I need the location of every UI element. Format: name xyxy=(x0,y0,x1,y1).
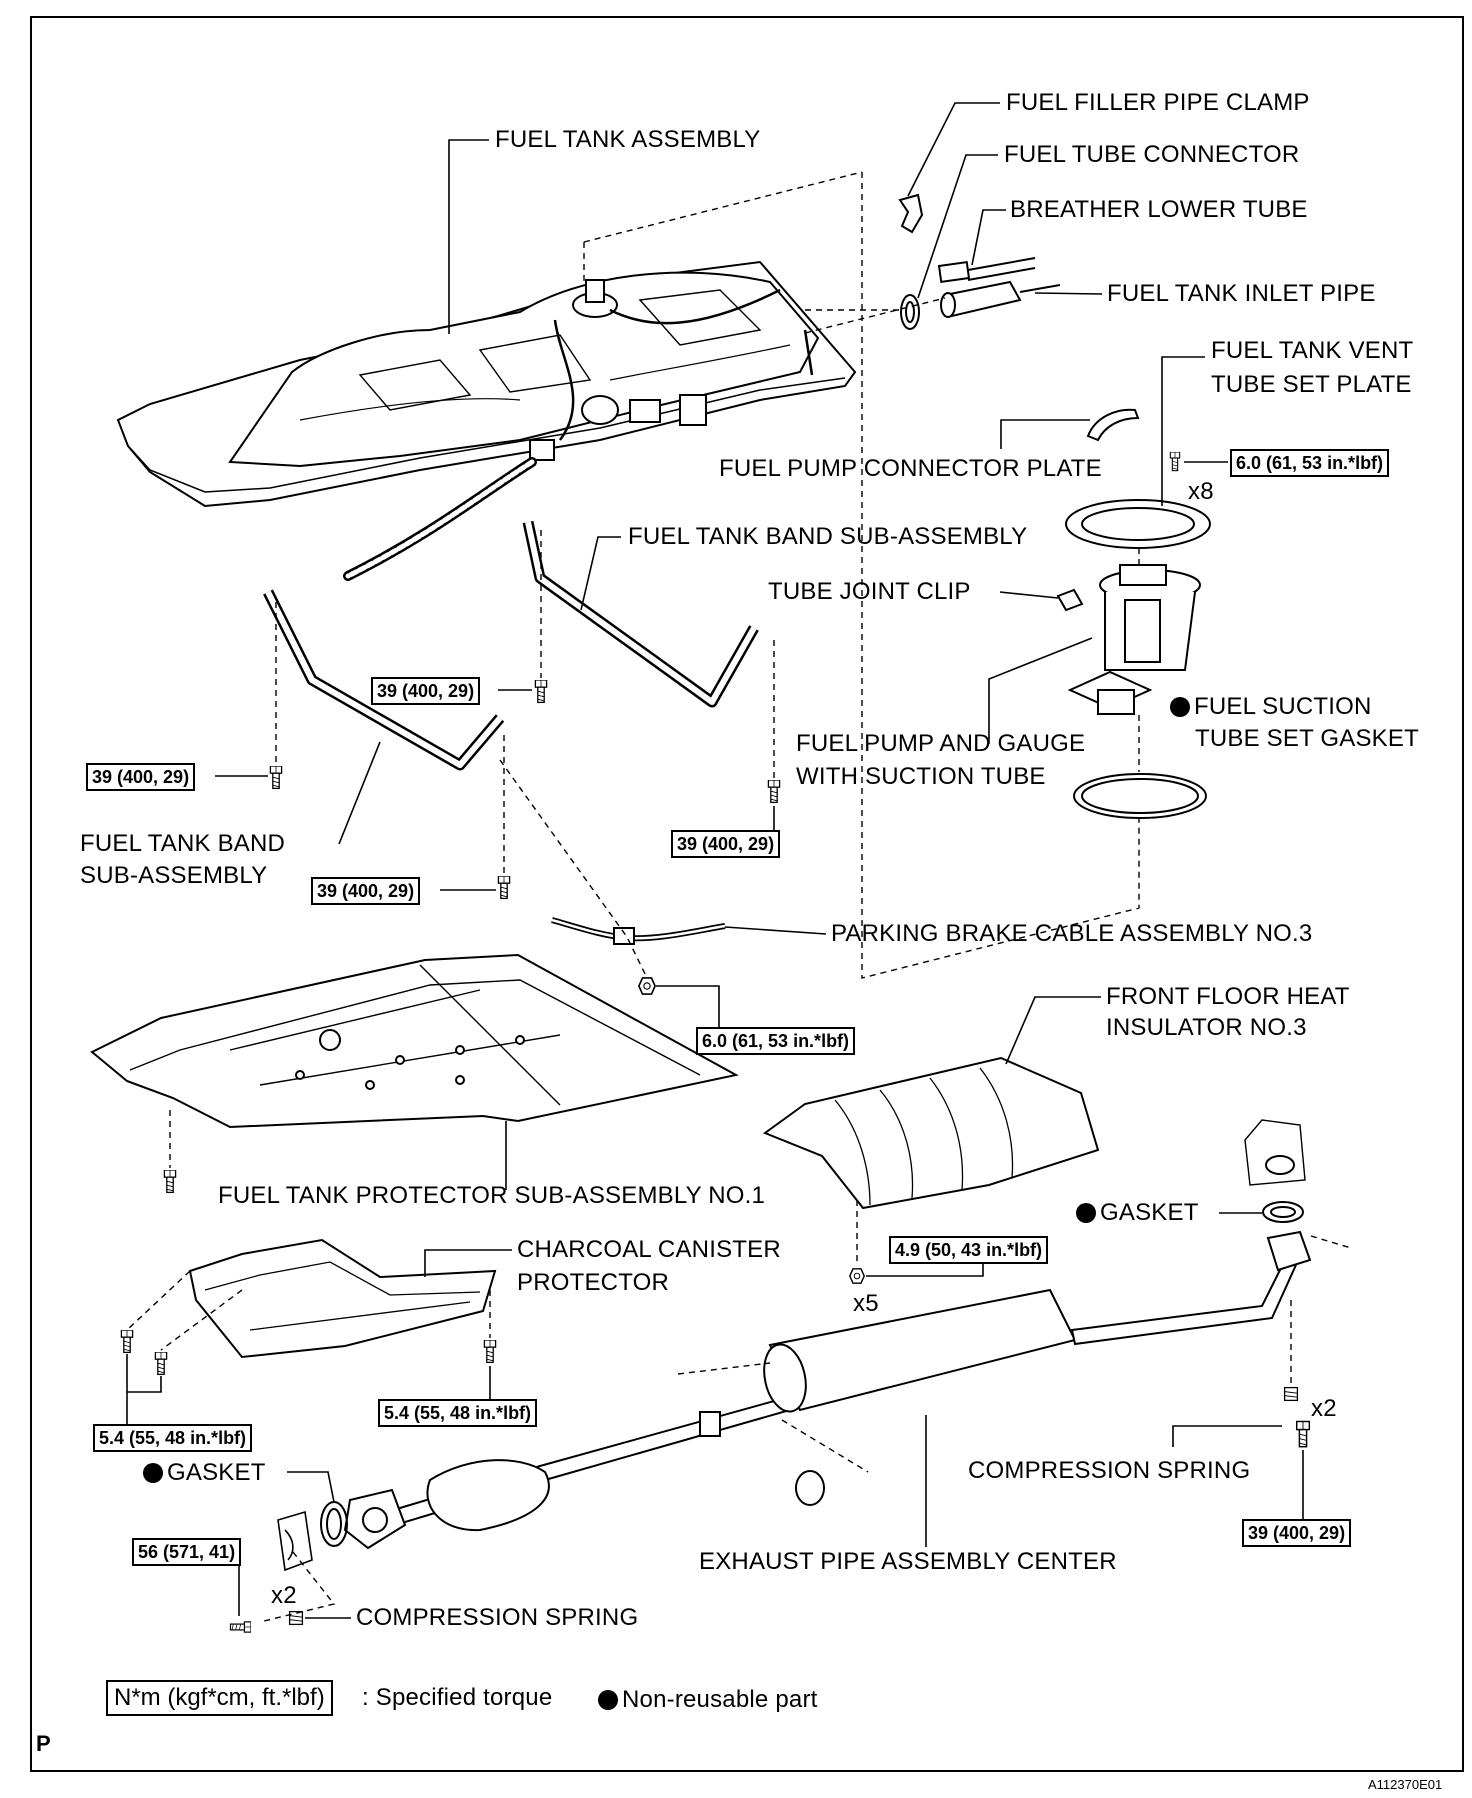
label-fuel-pump-gauge-line2: WITH SUCTION TUBE xyxy=(796,763,1046,790)
fuel-filler-pipe-clamp-shape xyxy=(898,193,924,234)
label-fuel-tank-band-left-line1: FUEL TANK BAND xyxy=(80,830,286,857)
compression-spring-bottom-icon xyxy=(288,1610,304,1626)
page-letter: P xyxy=(36,1731,51,1756)
legend-torque-units: N*m (kgf*cm, ft.*lbf) xyxy=(106,1680,333,1716)
outer-frame xyxy=(30,16,1464,1772)
label-gasket-bottom: GASKET xyxy=(143,1459,266,1487)
label-fuel-tank-inlet-pipe: FUEL TANK INLET PIPE xyxy=(1107,280,1376,307)
label-charcoal-canister-line2: PROTECTOR xyxy=(517,1269,670,1296)
torque-cable-nut: 6.0 (61, 53 in.*lbf) xyxy=(696,1027,856,1055)
torque-canister-left: 5.4 (55, 48 in.*lbf) xyxy=(93,1424,253,1452)
label-fuel-pump-connector-plate: FUEL PUMP CONNECTOR PLATE xyxy=(719,455,1102,482)
label-exhaust-pipe-center: EXHAUST PIPE ASSEMBLY CENTER xyxy=(699,1548,1117,1575)
bolt-protector-icon xyxy=(163,1170,177,1194)
torque-vent-plate: 6.0 (61, 53 in.*lbf) xyxy=(1230,449,1390,477)
non-reusable-dot-icon xyxy=(1170,697,1190,717)
exhaust-manifold-bracket-shape xyxy=(277,1510,313,1572)
label-gasket-right-text: GASKET xyxy=(1100,1199,1199,1226)
torque-canister-right: 5.4 (55, 48 in.*lbf) xyxy=(378,1399,538,1427)
bolt-canister-right-icon xyxy=(483,1340,497,1364)
fuel-tank-band-right-shape xyxy=(522,520,759,708)
fuel-pump-connector-plate-shape xyxy=(1086,408,1140,442)
legend-nonreusable: Non-reusable part xyxy=(598,1686,818,1714)
bolt-vent-plate-icon xyxy=(1169,452,1181,472)
gasket-right-shape xyxy=(1244,1119,1306,1223)
legend-nonreusable-text: Non-reusable part xyxy=(622,1686,818,1713)
non-reusable-dot-icon xyxy=(1076,1203,1096,1223)
nut-cable-icon xyxy=(638,977,656,995)
fuel-tank-inlet-pipe-shape xyxy=(940,280,1061,318)
torque-band-left-front: 39 (400, 29) xyxy=(311,877,421,905)
bolt-band-left-rear-icon xyxy=(269,766,283,790)
torque-band-left-rear: 39 (400, 29) xyxy=(86,763,196,791)
label-gasket-right: GASKET xyxy=(1076,1199,1199,1227)
count-insulator-nuts: x5 xyxy=(853,1290,879,1317)
exhaust-pipe-shape xyxy=(358,1230,1312,1536)
label-fuel-suction-text: FUEL SUCTION xyxy=(1194,693,1372,720)
breather-lower-tube-shape xyxy=(937,257,1036,284)
label-compression-spring-bottom: COMPRESSION SPRING xyxy=(356,1604,639,1631)
label-tube-joint-clip: TUBE JOINT CLIP xyxy=(768,578,971,605)
torque-exhaust-front: 56 (571, 41) xyxy=(132,1538,242,1566)
label-fuel-suction-line2: TUBE SET GASKET xyxy=(1195,725,1419,752)
count-spring-bottom: x2 xyxy=(271,1582,297,1609)
torque-insulator: 4.9 (50, 43 in.*lbf) xyxy=(889,1236,1049,1264)
label-charcoal-canister-line1: CHARCOAL CANISTER xyxy=(517,1236,781,1263)
label-fuel-tank-protector: FUEL TANK PROTECTOR SUB-ASSEMBLY NO.1 xyxy=(218,1182,766,1209)
bolt-band-right-rear-icon xyxy=(767,780,781,804)
vent-tube-set-plate-shape xyxy=(1065,499,1211,549)
bolt-canister-left-b-icon xyxy=(154,1352,168,1376)
label-fuel-tank-assembly: FUEL TANK ASSEMBLY xyxy=(495,126,761,153)
label-fuel-filler-pipe-clamp: FUEL FILLER PIPE CLAMP xyxy=(1006,89,1310,116)
front-floor-heat-insulator-shape xyxy=(762,1056,1100,1210)
label-parking-brake-cable: PARKING BRAKE CABLE ASSEMBLY NO.3 xyxy=(831,920,1313,947)
non-reusable-dot-icon xyxy=(143,1463,163,1483)
figure-code: A112370E01 xyxy=(1368,1777,1443,1792)
bolt-band-left-front-icon xyxy=(497,876,511,900)
fuel-suction-tube-set-gasket-shape xyxy=(1073,773,1207,819)
label-gasket-bottom-text: GASKET xyxy=(167,1459,266,1486)
label-fuel-tank-band-left-line2: SUB-ASSEMBLY xyxy=(80,862,268,889)
label-fuel-suction-line1: FUEL SUCTION xyxy=(1170,693,1372,721)
bolt-exhaust-rear-icon xyxy=(1295,1420,1311,1448)
label-fuel-pump-gauge-line1: FUEL PUMP AND GAUGE xyxy=(796,730,1086,757)
nut-insulator-icon xyxy=(849,1268,865,1284)
fuel-tube-connector-shape xyxy=(900,294,920,330)
legend-torque-text: : Specified torque xyxy=(362,1684,553,1711)
label-breather-lower-tube: BREATHER LOWER TUBE xyxy=(1010,196,1308,223)
label-fuel-tank-band-right: FUEL TANK BAND SUB-ASSEMBLY xyxy=(628,523,1028,550)
tube-joint-clip-shape xyxy=(1056,588,1084,612)
label-front-floor-heat-line2: INSULATOR NO.3 xyxy=(1106,1014,1307,1041)
bolt-exhaust-front-icon xyxy=(229,1621,251,1633)
torque-exhaust-rear: 39 (400, 29) xyxy=(1242,1519,1352,1547)
count-vent-plate-bolts: x8 xyxy=(1188,478,1214,505)
fuel-tank-band-left-shape xyxy=(263,589,505,771)
torque-band-right-front: 39 (400, 29) xyxy=(371,677,481,705)
leader-lines xyxy=(126,102,1304,1619)
label-front-floor-heat-line1: FRONT FLOOR HEAT xyxy=(1106,983,1350,1010)
label-fuel-tank-vent-line1: FUEL TANK VENT xyxy=(1211,337,1414,364)
label-fuel-tank-vent-line2: TUBE SET PLATE xyxy=(1211,371,1412,398)
exhaust-front-flange-shape xyxy=(343,1488,407,1550)
charcoal-canister-protector-shape xyxy=(188,1238,497,1359)
torque-band-right-rear: 39 (400, 29) xyxy=(671,830,781,858)
bolt-canister-left-a-icon xyxy=(120,1330,134,1354)
dashed-assembly-lines xyxy=(126,171,1352,1622)
filler-hose xyxy=(343,457,537,581)
fuel-tank-shape xyxy=(116,260,857,508)
gasket-bottom-shape xyxy=(320,1501,348,1547)
fuel-tank-protector-shape xyxy=(90,953,739,1129)
bolt-band-right-front-icon xyxy=(534,680,548,704)
non-reusable-dot-icon xyxy=(598,1690,618,1710)
fuel-pump-gauge-shape xyxy=(1067,564,1201,715)
label-compression-spring-right: COMPRESSION SPRING xyxy=(968,1457,1251,1484)
count-spring-right: x2 xyxy=(1311,1395,1337,1422)
label-fuel-tube-connector: FUEL TUBE CONNECTOR xyxy=(1004,141,1300,168)
parking-brake-cable-shape xyxy=(551,917,726,945)
compression-spring-right-icon xyxy=(1283,1386,1299,1402)
